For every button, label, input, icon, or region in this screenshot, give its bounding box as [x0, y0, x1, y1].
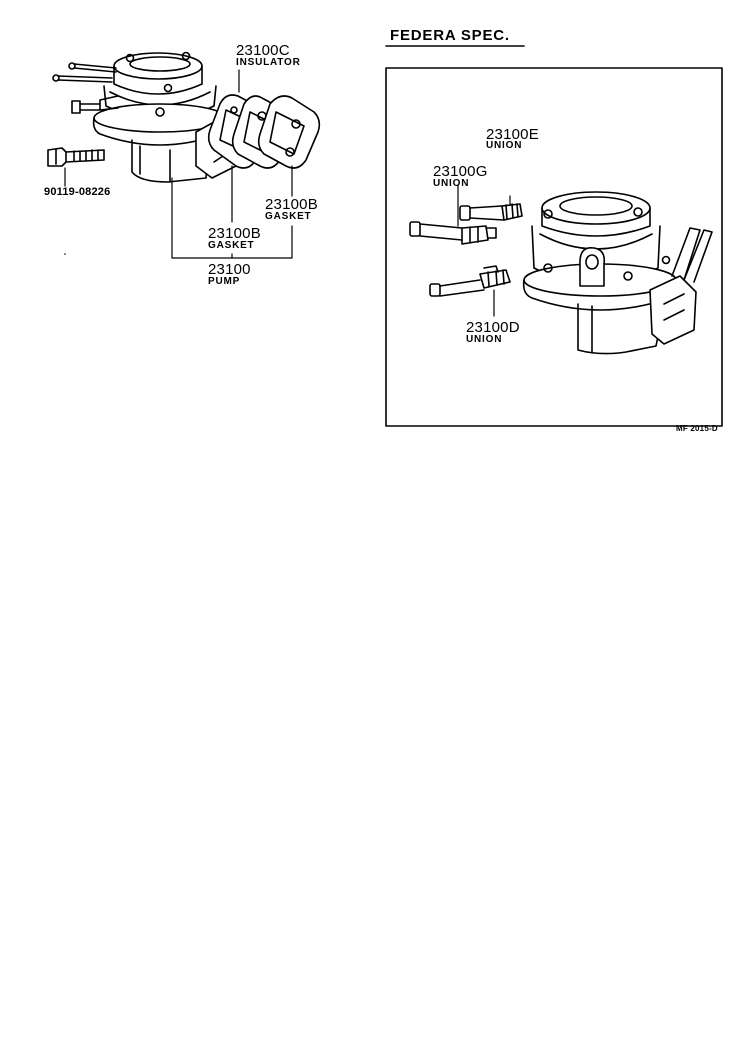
pump-assembly-drawing — [47, 51, 321, 259]
union-g-part-number: 23100G — [433, 163, 488, 180]
union-d-description: UNION — [466, 334, 503, 345]
insulator-description: INSULATOR — [236, 57, 301, 68]
figure-code: MF 2015-D — [676, 424, 718, 433]
federal-spec-frame — [385, 67, 723, 427]
federal-spec-title: FEDERA SPEC. — [390, 27, 510, 44]
federal-pump-drawing — [409, 185, 713, 355]
inner-gasket-part-number: 23100B — [208, 225, 261, 242]
pump-part-number: 23100 — [208, 261, 251, 278]
outer-gasket-description: GASKET — [265, 211, 312, 222]
union-e-part-number: 23100E — [486, 126, 539, 143]
bolt-part-number: 90119-08226 — [44, 186, 111, 198]
inner-gasket-description: GASKET — [208, 240, 255, 251]
union-d-part-number: 23100D — [466, 319, 520, 336]
union-e-description: UNION — [486, 140, 523, 151]
insulator-part-number: 23100C — [236, 42, 290, 59]
union-g-description: UNION — [433, 178, 470, 189]
pump-description: PUMP — [208, 276, 241, 287]
outer-gasket-part-number: 23100B — [265, 196, 318, 213]
